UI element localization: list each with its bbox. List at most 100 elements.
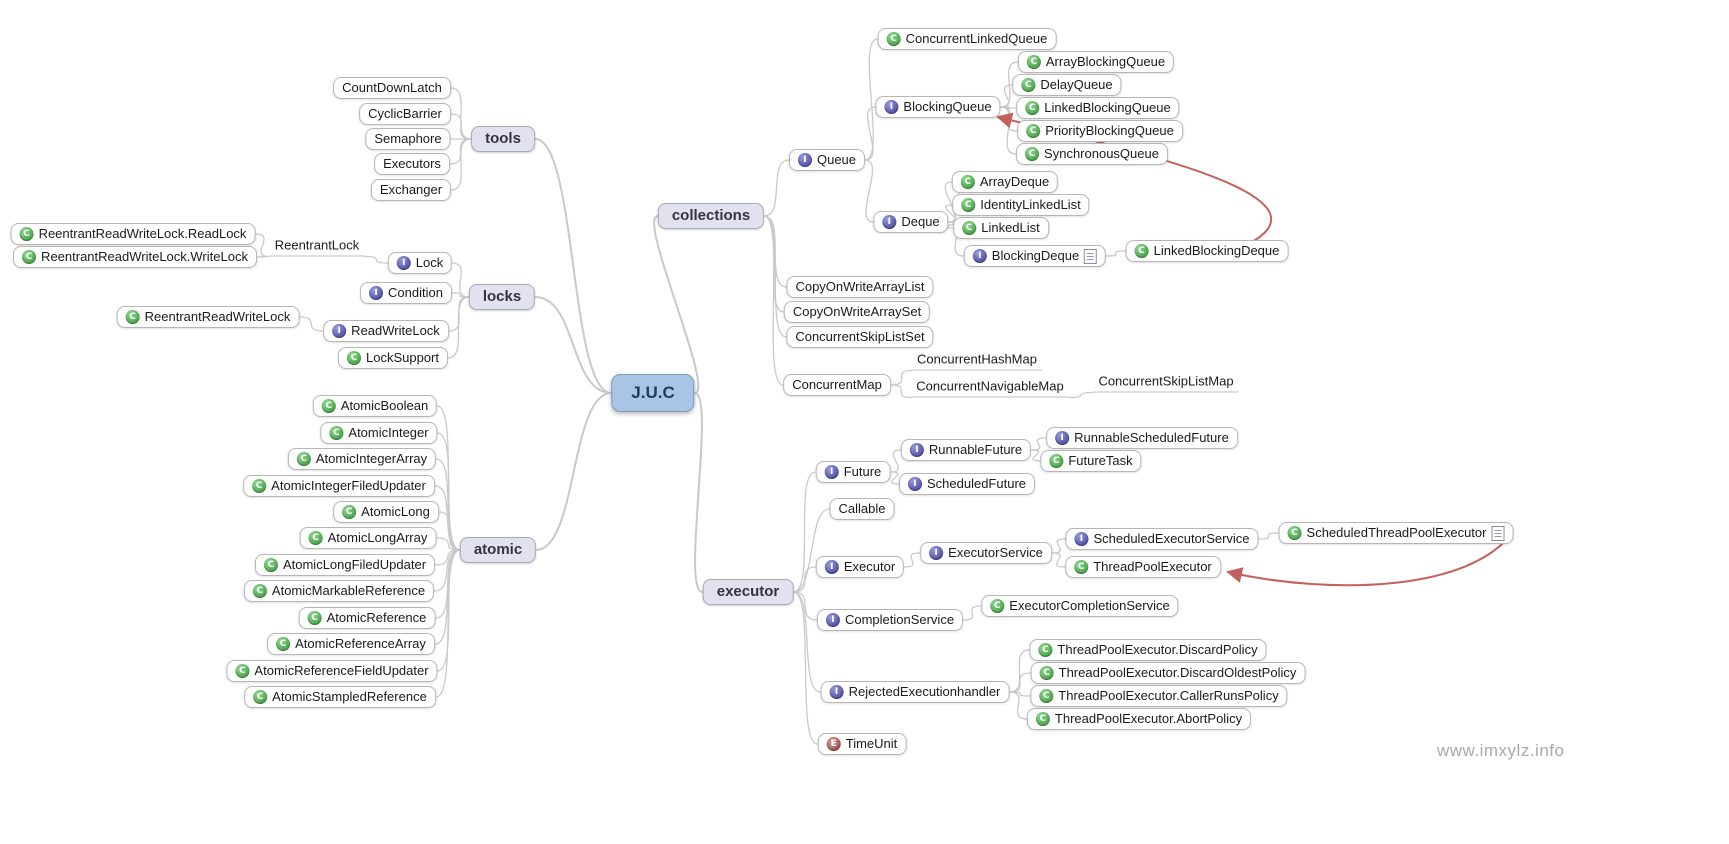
node-atomicboolean[interactable]: C AtomicBoolean xyxy=(312,395,438,417)
node-scheduledexecutorservice[interactable]: I ScheduledExecutorService xyxy=(1065,528,1259,550)
edge-executor-completionservice xyxy=(793,591,818,621)
node-atomicinteger[interactable]: C AtomicInteger xyxy=(320,422,438,444)
node-reentrantreadwritelock-readlock[interactable]: C ReentrantReadWriteLock.ReadLock xyxy=(10,223,256,245)
node-concurrentlinkedqueue[interactable]: C ConcurrentLinkedQueue xyxy=(877,28,1057,50)
node-locksupport[interactable]: C LockSupport xyxy=(338,347,448,369)
node-blockingqueue[interactable]: I BlockingQueue xyxy=(875,96,1001,118)
node-label: IdentityLinkedList xyxy=(980,197,1081,212)
node-atomic[interactable]: atomic xyxy=(459,537,537,563)
node-label: ThreadPoolExecutor xyxy=(1093,559,1212,574)
edge-atomic-atomicstampledreference xyxy=(435,549,461,698)
node-reentrantlock[interactable]: ReentrantLock xyxy=(269,238,365,257)
node-arraydeque[interactable]: C ArrayDeque xyxy=(951,171,1059,193)
node-executor[interactable]: executor xyxy=(702,579,794,605)
class-icon: C xyxy=(1021,78,1036,92)
edge-j-u-c-executor xyxy=(694,392,703,593)
node-reentrantreadwritelock[interactable]: C ReentrantReadWriteLock xyxy=(116,306,300,328)
edge-locks-locksupport xyxy=(447,296,470,359)
node-deque[interactable]: I Deque xyxy=(873,211,949,233)
node-arrayblockingqueue[interactable]: C ArrayBlockingQueue xyxy=(1017,51,1175,73)
node-threadpoolexecutor[interactable]: C ThreadPoolExecutor xyxy=(1065,556,1221,578)
interface-icon: I xyxy=(909,443,924,457)
node-copyonwritearraylist[interactable]: CopyOnWriteArrayList xyxy=(786,276,934,298)
node-concurrentskiplistset[interactable]: ConcurrentSkipListSet xyxy=(786,326,934,348)
interface-icon: I xyxy=(907,477,922,491)
edge-rejectedexecutionhandler-threadpoolexecutor-discardoldestpolicy xyxy=(1009,672,1031,693)
node-semaphore[interactable]: Semaphore xyxy=(365,128,451,150)
node-rejectedexecutionhandler[interactable]: I RejectedExecutionhandler xyxy=(820,681,1010,703)
node-futuretask[interactable]: C FutureTask xyxy=(1040,450,1142,472)
node-threadpoolexecutor-discardoldestpolicy[interactable]: C ThreadPoolExecutor.DiscardOldestPolicy xyxy=(1030,662,1306,684)
node-atomicintegerarray[interactable]: C AtomicIntegerArray xyxy=(287,448,437,470)
edge-atomic-atomicmarkablereference xyxy=(433,549,461,592)
node-runnablescheduledfuture[interactable]: I RunnableScheduledFuture xyxy=(1046,427,1238,449)
node-delayqueue[interactable]: C DelayQueue xyxy=(1012,74,1122,96)
node-lock[interactable]: I Lock xyxy=(387,252,453,274)
node-atomicreferencefieldupdater[interactable]: C AtomicReferenceFieldUpdater xyxy=(226,660,438,682)
node-timeunit[interactable]: E TimeUnit xyxy=(817,733,907,755)
node-linkedblockingdeque[interactable]: C LinkedBlockingDeque xyxy=(1125,240,1289,262)
node-label: atomic xyxy=(473,541,523,558)
node-atomicstampledreference[interactable]: C AtomicStampledReference xyxy=(244,686,436,708)
node-queue[interactable]: I Queue xyxy=(788,149,866,171)
edge-tools-countdownlatch xyxy=(450,87,472,140)
node-locks[interactable]: locks xyxy=(468,284,536,310)
node-label: AtomicMarkableReference xyxy=(271,583,426,598)
edge-lock-reentrantlock xyxy=(364,255,389,264)
node-atomiclongarray[interactable]: C AtomicLongArray xyxy=(299,527,437,549)
node-condition[interactable]: I Condition xyxy=(360,282,452,304)
node-scheduledfuture[interactable]: I ScheduledFuture xyxy=(898,473,1036,495)
node-executorservice[interactable]: I ExecutorService xyxy=(920,542,1052,564)
node-completionservice[interactable]: I CompletionService xyxy=(816,609,964,631)
node-threadpoolexecutor-discardpolicy[interactable]: C ThreadPoolExecutor.DiscardPolicy xyxy=(1029,639,1267,661)
node-runnablefuture[interactable]: I RunnableFuture xyxy=(900,439,1032,461)
node-label: AtomicLongArray xyxy=(327,530,428,545)
node-collections[interactable]: collections xyxy=(657,203,765,229)
node-label: BlockingQueue xyxy=(903,99,992,114)
node-concurrentmap[interactable]: ConcurrentMap xyxy=(783,374,891,396)
node-scheduledthreadpoolexecutor[interactable]: C ScheduledThreadPoolExecutor xyxy=(1278,522,1514,544)
node-atomicreference[interactable]: C AtomicReference xyxy=(298,607,436,629)
node-concurrentskiplistmap[interactable]: ConcurrentSkipListMap xyxy=(1093,373,1239,393)
node-j-u-c[interactable]: J.U.C xyxy=(611,374,695,412)
node-cyclicbarrier[interactable]: CyclicBarrier xyxy=(359,103,451,125)
node-label: tools xyxy=(485,130,521,147)
node-linkedblockingqueue[interactable]: C LinkedBlockingQueue xyxy=(1016,97,1180,119)
node-copyonwritearrayset[interactable]: CopyOnWriteArraySet xyxy=(783,301,931,323)
node-executors[interactable]: Executors xyxy=(374,153,450,175)
node-reentrantreadwritelock-writelock[interactable]: C ReentrantReadWriteLock.WriteLock xyxy=(13,246,257,268)
node-blockingdeque[interactable]: I BlockingDeque xyxy=(963,245,1107,267)
node-tools[interactable]: tools xyxy=(471,126,535,152)
node-atomiclongfiledupdater[interactable]: C AtomicLongFiledUpdater xyxy=(254,554,436,576)
node-label: J.U.C xyxy=(631,383,675,402)
node-priorityblockingqueue[interactable]: C PriorityBlockingQueue xyxy=(1017,120,1183,142)
node-concurrentnavigablemap[interactable]: ConcurrentNavigableMap xyxy=(911,379,1069,398)
node-atomicreferencearray[interactable]: C AtomicReferenceArray xyxy=(267,633,435,655)
node-exchanger[interactable]: Exchanger xyxy=(370,179,452,201)
node-label: ReadWriteLock xyxy=(351,323,440,338)
node-label: Callable xyxy=(838,501,886,516)
node-countdownlatch[interactable]: CountDownLatch xyxy=(333,77,451,99)
edge-executor-callable xyxy=(793,508,830,593)
node-label: executor xyxy=(716,583,780,600)
node-concurrenthashmap[interactable]: ConcurrentHashMap xyxy=(912,352,1042,371)
edge-queue-deque xyxy=(864,159,874,223)
edge-concurrentmap-concurrentnavigablemap xyxy=(890,384,912,399)
node-linkedlist[interactable]: C LinkedList xyxy=(953,217,1049,239)
interface-icon: I xyxy=(882,215,897,229)
node-atomicmarkablereference[interactable]: C AtomicMarkableReference xyxy=(243,580,435,602)
node-executor[interactable]: I Executor xyxy=(815,556,905,578)
edge-tools-executors xyxy=(449,138,472,165)
node-future[interactable]: I Future xyxy=(815,461,891,483)
node-label: ConcurrentSkipListMap xyxy=(1098,373,1234,389)
node-atomicintegerfiledupdater[interactable]: C AtomicIntegerFiledUpdater xyxy=(243,475,435,497)
node-callable[interactable]: Callable xyxy=(829,498,895,520)
node-readwritelock[interactable]: I ReadWriteLock xyxy=(323,320,449,342)
node-identitylinkedlist[interactable]: C IdentityLinkedList xyxy=(952,194,1090,216)
node-threadpoolexecutor-callerrunspolicy[interactable]: C ThreadPoolExecutor.CallerRunsPolicy xyxy=(1030,685,1288,707)
node-atomiclong[interactable]: C AtomicLong xyxy=(333,501,439,523)
node-threadpoolexecutor-abortpolicy[interactable]: C ThreadPoolExecutor.AbortPolicy xyxy=(1026,708,1252,730)
node-executorcompletionservice[interactable]: C ExecutorCompletionService xyxy=(981,595,1179,617)
node-synchronousqueue[interactable]: C SynchronousQueue xyxy=(1016,143,1168,165)
node-label: CyclicBarrier xyxy=(368,106,442,121)
